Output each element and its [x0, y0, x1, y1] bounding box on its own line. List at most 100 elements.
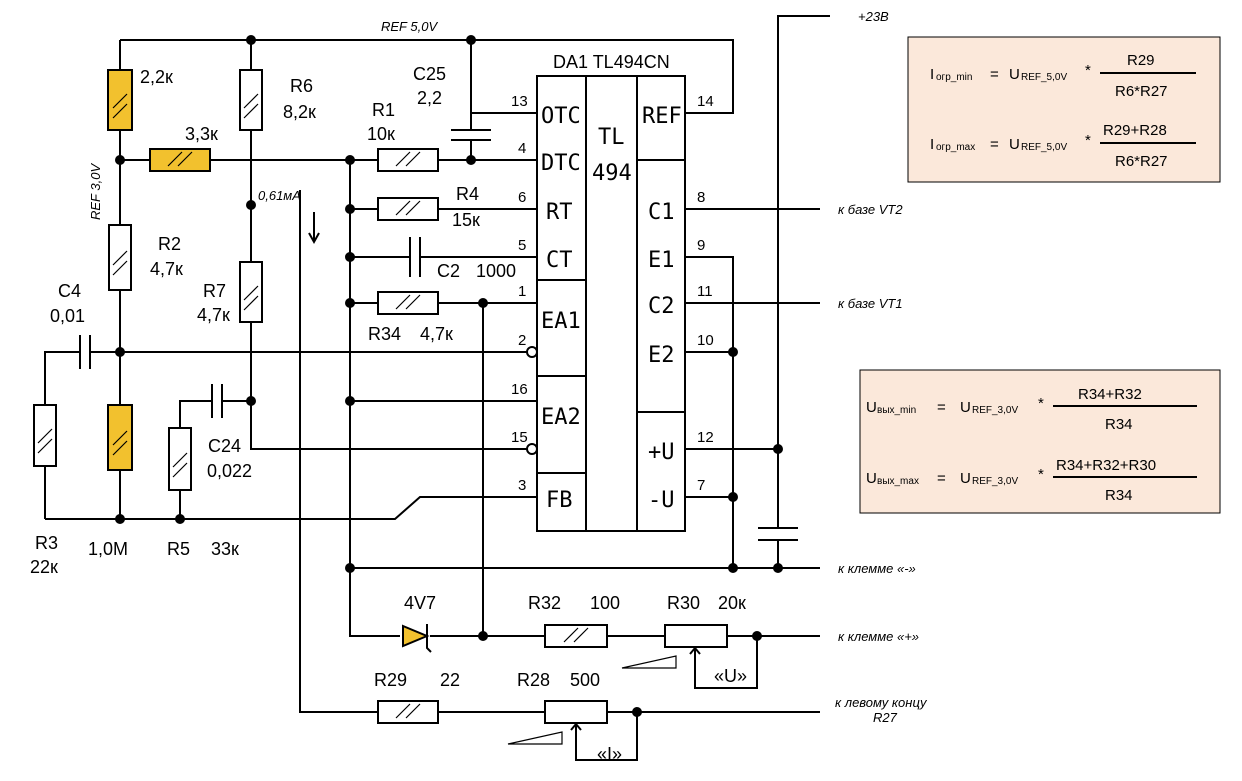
label-r30-value: 20к — [718, 593, 746, 613]
label-knob-u: «U» — [714, 666, 747, 686]
label-plus-23v: +23В — [858, 9, 889, 24]
formula-u-max-u: U — [960, 470, 971, 487]
label-c4-value: 0,01 — [50, 306, 85, 326]
label-ref-5v: REF 5,0V — [381, 19, 438, 34]
svg-text:=: = — [990, 66, 999, 83]
label-term-plus: к клемме «+» — [838, 629, 919, 644]
resistor-r3 — [33, 404, 57, 467]
formula-i-max-u: U — [1009, 136, 1020, 153]
resistor-2k2 — [107, 69, 133, 131]
label-r6-value: 8,2к — [283, 102, 316, 122]
formula-i-max-sub: огр_max — [936, 142, 975, 153]
pin-ct-label: CT — [546, 248, 573, 273]
label-left-r27-line2: R27 — [873, 710, 898, 725]
wires — [44, 15, 830, 761]
label-r1-value: 10к — [367, 124, 395, 144]
ic-tl494 — [526, 75, 686, 532]
label-term-minus: к клемме «-» — [838, 561, 916, 576]
ic-title: DA1 TL494CN — [553, 52, 670, 72]
resistor-r5 — [168, 427, 192, 491]
label-r6-name: R6 — [290, 76, 313, 96]
pin-minus-u-label: -U — [648, 488, 675, 513]
formula-i-min-sub: огр_min — [936, 72, 972, 83]
pin-ea2-label: EA2 — [541, 405, 581, 430]
pin-dtc-label: DTC — [541, 151, 581, 176]
label-r32-name: R32 — [528, 593, 561, 613]
potentiometer-r30 — [621, 624, 728, 669]
pin-14-number: 14 — [697, 93, 714, 110]
label-r28-name: R28 — [517, 670, 550, 690]
pin-4-number: 4 — [518, 140, 526, 157]
label-r30-name: R30 — [667, 593, 700, 613]
formula-u-min-den: R34 — [1105, 416, 1133, 433]
svg-text:*: * — [1038, 395, 1044, 412]
pin-ref-label: REF — [642, 104, 682, 129]
formula-i-min-lhs: I — [930, 66, 934, 83]
pin-8-number: 8 — [697, 189, 705, 206]
formula-u-max-lhs: U — [866, 470, 877, 487]
svg-text:*: * — [1038, 466, 1044, 483]
label-r32-value: 100 — [590, 593, 620, 613]
formula-i-min-u-sub: REF_5,0V — [1021, 72, 1067, 83]
pin-e1-label: E1 — [648, 248, 675, 273]
ic-pin-numbers: 13 4 6 5 1 2 16 15 3 14 8 9 11 10 12 7 — [511, 93, 714, 494]
label-r7-name: R7 — [203, 281, 226, 301]
formula-u-min-sub: вых_min — [877, 405, 916, 416]
label-base-vt1: к базе VT1 — [838, 296, 903, 311]
label-r5-name: R5 — [167, 539, 190, 559]
formula-u-max-sub: вых_max — [877, 476, 919, 487]
resistor-1m0 — [107, 404, 133, 471]
label-c24-name: C24 — [208, 436, 241, 456]
resistor-r7 — [239, 261, 263, 323]
capacitor-c25 — [451, 129, 491, 141]
label-c24-value: 0,022 — [207, 461, 252, 481]
resistor-r32 — [544, 624, 608, 648]
ic-pin-labels-right: REF C1 E1 C2 E2 +U -U — [642, 104, 682, 513]
label-c2-name: C2 — [437, 261, 460, 281]
label-knob-i: «I» — [597, 744, 622, 764]
resistor-r34 — [377, 291, 439, 315]
formula-u-max-u-sub: REF_3,0V — [972, 476, 1018, 487]
formula-box-voltage: U вых_min = U REF_3,0V * R34+R32 R34 U в… — [859, 369, 1221, 514]
pin-6-number: 6 — [518, 189, 526, 206]
pin-10-number: 10 — [697, 332, 714, 349]
formula-i-max-lhs: I — [930, 136, 934, 153]
label-c4-name: C4 — [58, 281, 81, 301]
label-2k2: 2,2к — [140, 67, 173, 87]
label-r34-value: 4,7к — [420, 324, 453, 344]
label-c25-name: C25 — [413, 64, 446, 84]
resistor-3k3 — [149, 148, 211, 172]
svg-text:=: = — [937, 470, 946, 487]
pin-7-number: 7 — [697, 477, 705, 494]
formula-i-min-u: U — [1009, 66, 1020, 83]
pin-12-number: 12 — [697, 429, 714, 446]
svg-text:=: = — [937, 399, 946, 416]
formula-u-min-u: U — [960, 399, 971, 416]
svg-text:*: * — [1085, 62, 1091, 79]
pin-2-number: 2 — [518, 332, 526, 349]
resistor-r1 — [377, 148, 439, 172]
pin-fb-label: FB — [546, 488, 573, 513]
pin-16-number: 16 — [511, 381, 528, 398]
label-r29-name: R29 — [374, 670, 407, 690]
label-current: 0,61мА — [258, 188, 301, 203]
label-r2-name: R2 — [158, 234, 181, 254]
pin-ea1-label: EA1 — [541, 309, 581, 334]
capacitor-c24 — [211, 384, 223, 418]
formula-u-min-num: R34+R32 — [1078, 386, 1142, 403]
label-r7-value: 4,7к — [197, 305, 230, 325]
label-r4-name: R4 — [456, 184, 479, 204]
pin-plus-u-label: +U — [648, 440, 675, 465]
label-ref-3v: REF 3,0V — [88, 163, 103, 220]
resistor-r2 — [108, 224, 132, 291]
capacitor-c4 — [79, 335, 91, 369]
label-r3-value: 22к — [30, 557, 58, 577]
label-r29-value: 22 — [440, 670, 460, 690]
ic-core-line2: 494 — [592, 161, 632, 186]
pin-3-number: 3 — [518, 477, 526, 494]
label-c2-value: 1000 — [476, 261, 516, 281]
formula-i-max-num: R29+R28 — [1103, 122, 1167, 139]
pin-13-number: 13 — [511, 93, 528, 110]
pin-otc-label: OTC — [541, 104, 581, 129]
